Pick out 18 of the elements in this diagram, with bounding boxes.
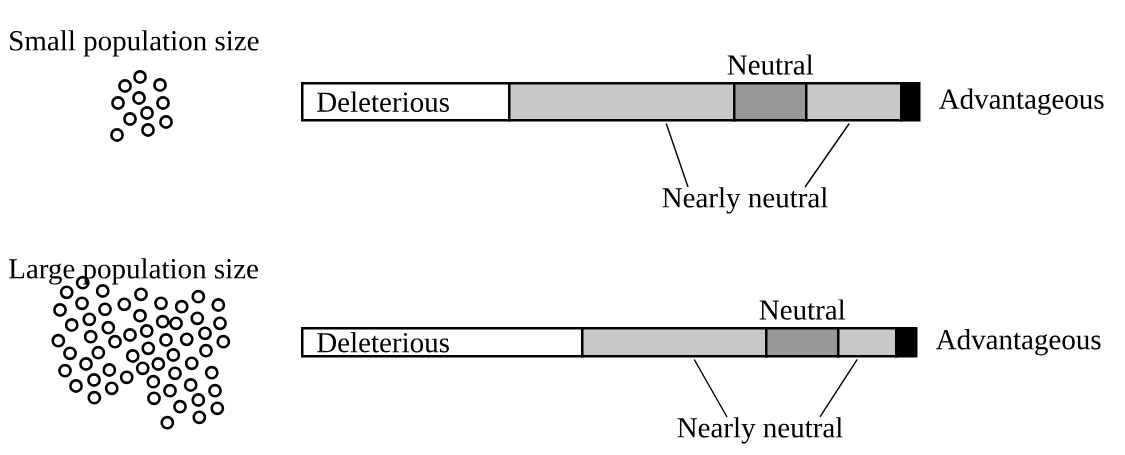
leader-line <box>693 358 728 418</box>
leader-line <box>665 122 689 188</box>
leader-line <box>804 122 850 188</box>
bar-segment: Deleterious <box>301 82 511 122</box>
leader-text: Nearly neutral <box>662 187 828 214</box>
bar-segment <box>508 82 736 122</box>
segment-label: Advantageous <box>936 329 1101 356</box>
heading: Small population size <box>10 30 259 57</box>
heading: Large population size <box>9 258 258 285</box>
leader-line <box>819 358 858 418</box>
segment-label: Neutral <box>759 299 846 320</box>
bar-segment: Deleterious <box>301 327 584 358</box>
bar-segment <box>837 327 898 358</box>
bar-segment <box>805 82 903 122</box>
segment-label: Advantageous <box>939 88 1104 115</box>
segment-label: Neutral <box>727 54 814 75</box>
bar-segment <box>581 327 768 358</box>
leader-text: Nearly neutral <box>677 417 843 444</box>
